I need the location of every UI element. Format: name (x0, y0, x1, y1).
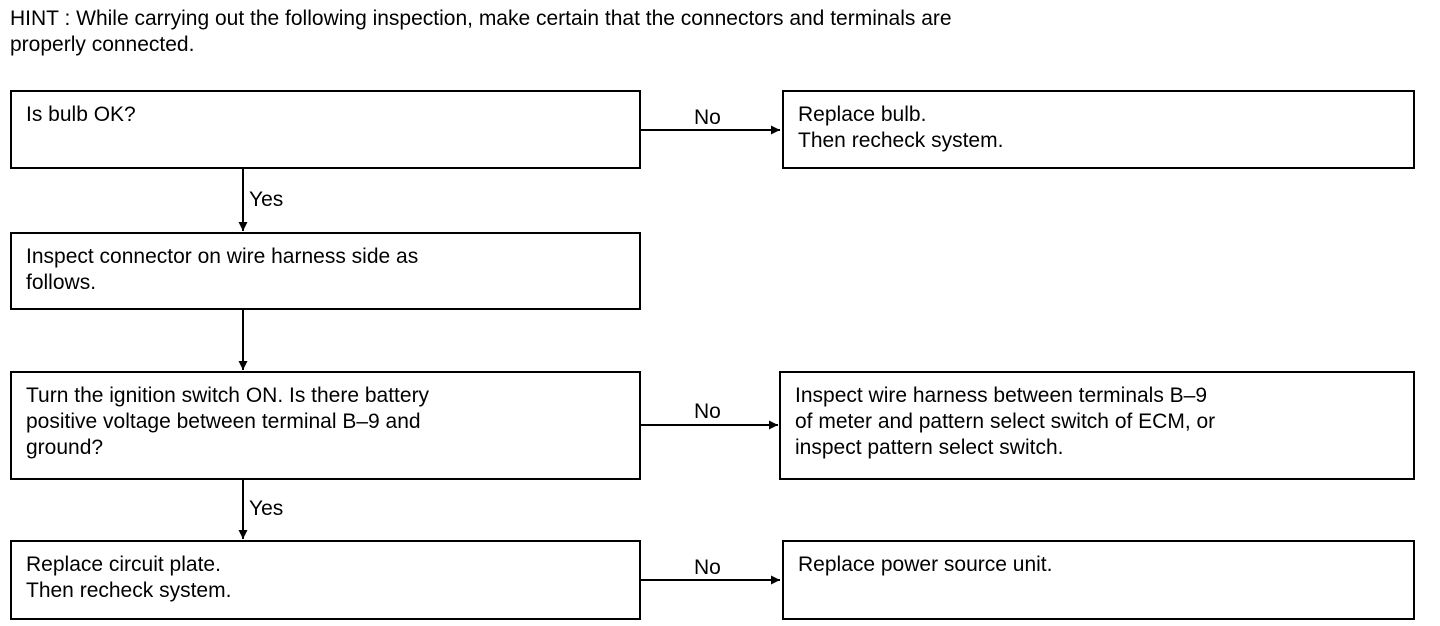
edge-label-bulb-no: No (694, 106, 721, 129)
step-replace-circuit-plate: Replace circuit plate. Then recheck syst… (10, 540, 641, 620)
step-replace-power-unit: Replace power source unit. (782, 540, 1415, 620)
hint-text: HINT : While carrying out the following … (10, 7, 952, 56)
step-inspect-harness: Inspect wire harness between terminals B… (779, 371, 1415, 480)
edge-label-plate-no: No (694, 556, 721, 579)
step-inspect-connector: Inspect connector on wire harness side a… (10, 232, 641, 310)
step-bulb-check: Is bulb OK? (10, 90, 641, 169)
step-voltage-check: Turn the ignition switch ON. Is there ba… (10, 371, 641, 480)
edge-label-voltage-no: No (694, 400, 721, 423)
edge-label-bulb-yes: Yes (249, 188, 284, 211)
edge-label-voltage-yes: Yes (249, 497, 284, 520)
step-replace-bulb: Replace bulb. Then recheck system. (782, 90, 1415, 169)
